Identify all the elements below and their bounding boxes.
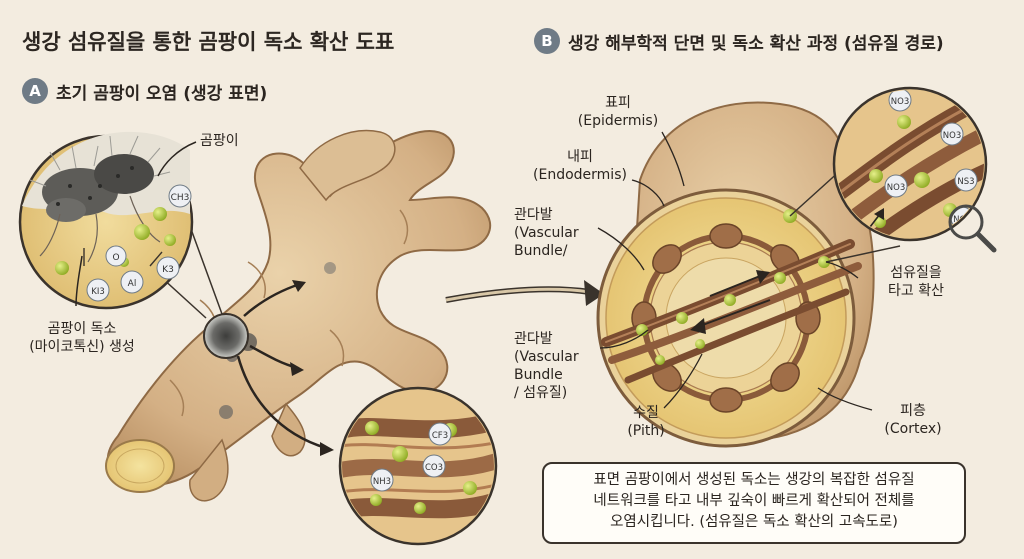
label-mold: 곰팡이: [200, 133, 239, 149]
molecule-label: K3: [162, 265, 174, 275]
section-b-badge: B: [534, 28, 560, 54]
label-vascular-bundle-2: 관다발 (Vascular Bundle / 섬유질): [514, 331, 579, 401]
transition-arrow-head: [584, 280, 604, 306]
molecule-label: O: [112, 253, 119, 263]
leader-lines-b: [597, 131, 873, 411]
label-cortex: 피층 (Cortex): [884, 403, 942, 437]
page-title: 생강 섬유질을 통한 곰팡이 독소 확산 도표: [22, 30, 395, 54]
mold-zoom-circle: CH3 K3 Al O KI3: [18, 131, 194, 310]
molecule-label: NO3: [943, 131, 961, 141]
note-line: 오염시킵니다. (섬유질은 독소 확산의 고속도로): [610, 514, 898, 530]
label-epidermis: 표피 (Epidermis): [577, 95, 659, 129]
toxin-leader: [75, 255, 83, 307]
section-b-header: B 생강 해부학적 단면 및 독소 확산 과정 (섬유질 경로): [534, 28, 944, 54]
magnifier-icon: [948, 204, 997, 253]
molecule-label: CO3: [425, 463, 443, 473]
label-endodermis: 내피 (Endodermis): [533, 149, 627, 183]
molecule-label: NH3: [373, 477, 391, 487]
molecule-label: CF3: [432, 431, 448, 441]
ginger-cross-section: [596, 101, 875, 448]
label-pith: 수질 (Pith): [627, 405, 665, 439]
arrow-heads-a: [290, 280, 334, 456]
section-b-title: 생강 해부학적 단면 및 독소 확산 과정 (섬유질 경로): [568, 33, 944, 54]
transition-arrow-inner: [445, 287, 591, 302]
molecule-label: NO3: [891, 97, 909, 107]
explanation-note: 표면 곰팡이에서 생성된 독소는 생강의 복잡한 섬유질 네트워크를 타고 내부…: [542, 462, 966, 544]
molecule-label: NO3: [887, 183, 905, 193]
label-toxin-production: 곰팡이 독소 (마이코톡신) 생성: [29, 321, 135, 355]
section-a-header: A 초기 곰팡이 오염 (생강 표면): [22, 78, 267, 104]
mold-leader: [157, 141, 197, 177]
molecule-label: CH3: [171, 193, 190, 203]
note-line: 네트워크를 타고 내부 깊숙이 빠르게 확산되어 전체를: [593, 493, 915, 509]
molecule-label: KI3: [91, 287, 105, 297]
mold-spot-highlight: [203, 313, 249, 359]
label-spread-via-fiber: 섬유질을 타고 확산: [888, 265, 944, 299]
note-line: 표면 곰팡이에서 생성된 독소는 생강의 복잡한 섬유질: [593, 472, 915, 488]
molecule-label: Al: [128, 279, 137, 289]
ginger-root: [105, 130, 492, 502]
section-a-title: 초기 곰팡이 오염 (생강 표면): [56, 83, 268, 104]
section-a-badge: A: [22, 78, 48, 104]
fiber-zoom-circle: CF3 CO3 NH3: [338, 386, 498, 546]
molecule-label: NS3: [957, 177, 974, 187]
label-vascular-bundle-1: 관다발 (Vascular Bundle/: [514, 207, 579, 259]
molecule-group-a: CH3 K3 Al O KI3: [86, 184, 192, 302]
